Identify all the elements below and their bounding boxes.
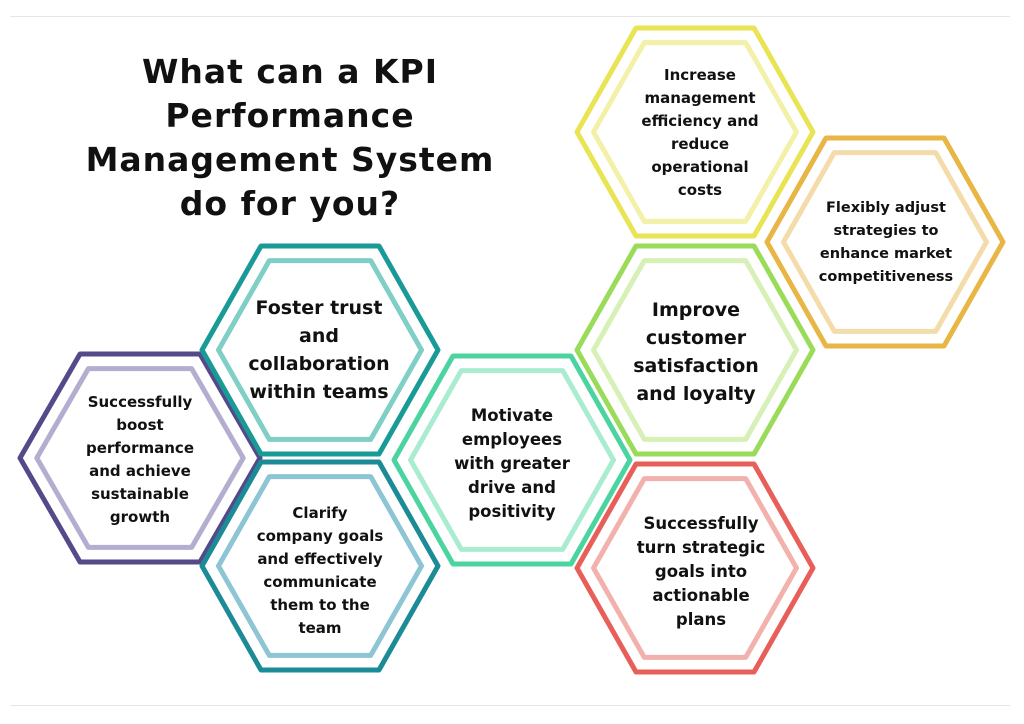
hex-label-improve-satisfaction: Improve customer satisfaction and loyalt… bbox=[606, 292, 786, 412]
label-line: them to the bbox=[270, 596, 370, 614]
label-line: Flexibly adjust bbox=[826, 200, 946, 216]
hex-label-boost-performance: Successfully boost performance and achie… bbox=[62, 390, 218, 530]
label-line: communicate bbox=[263, 573, 377, 591]
title-line: Management System bbox=[85, 140, 495, 179]
hexagon-inner-clarify-goals bbox=[216, 474, 424, 658]
label-line: satisfaction bbox=[633, 355, 759, 377]
label-line: employees bbox=[461, 430, 563, 449]
hex-label-turn-goals: Successfully turn strategic goals into a… bbox=[616, 506, 786, 638]
page-title: What can a KPI Performance Management Sy… bbox=[70, 50, 510, 226]
label-line: within teams bbox=[249, 381, 389, 403]
hex-label-increase-efficiency: Increase management efficiency and reduc… bbox=[620, 62, 780, 204]
hex-label-foster-trust: Foster trust and collaboration within te… bbox=[224, 290, 414, 410]
label-line: efficiency and bbox=[641, 112, 759, 130]
hex-label-adjust-strategies: Flexibly adjust strategies to enhance ma… bbox=[804, 194, 968, 292]
label-line: boost bbox=[116, 416, 164, 434]
label-line: actionable bbox=[652, 586, 750, 605]
hexagon-outer-foster-trust bbox=[199, 243, 441, 457]
hexagon-inner-boost-performance bbox=[34, 366, 246, 550]
hex-label-motivate-employees: Motivate employees with greater drive an… bbox=[430, 396, 594, 532]
content-frame bbox=[10, 16, 1010, 706]
hexagon-outer-clarify-goals bbox=[199, 459, 441, 673]
label-line: goals into bbox=[654, 562, 748, 581]
label-line: Foster trust bbox=[255, 297, 383, 319]
title-line: do for you? bbox=[179, 184, 401, 223]
label-line: performance bbox=[85, 439, 195, 457]
label-line: customer bbox=[645, 327, 747, 349]
hexagon-outer-improve-satisfaction bbox=[574, 243, 816, 457]
label-line: Successfully bbox=[87, 393, 193, 411]
hexagon-inner-adjust-strategies bbox=[781, 150, 989, 334]
label-line: drive and bbox=[468, 478, 556, 497]
label-line: operational bbox=[651, 158, 749, 176]
label-line: Increase bbox=[664, 66, 736, 84]
hex-label-clarify-goals: Clarify company goals and effectively co… bbox=[240, 500, 400, 642]
title-line: Performance bbox=[165, 96, 415, 135]
label-line: reduce bbox=[670, 135, 730, 153]
hexagon-inner-motivate-employees bbox=[408, 368, 616, 552]
hexagon-inner-foster-trust bbox=[216, 258, 424, 442]
label-line: and loyalty bbox=[636, 383, 756, 405]
label-line: plans bbox=[675, 610, 727, 629]
label-line: sustainable bbox=[91, 485, 189, 503]
hexagon-inner-turn-goals bbox=[591, 476, 799, 660]
hexagon-outer-increase-efficiency bbox=[574, 25, 816, 239]
label-line: collaboration bbox=[248, 353, 390, 375]
label-line: competitiveness bbox=[818, 269, 954, 285]
hexagon-outer-turn-goals bbox=[574, 461, 816, 675]
label-line: team bbox=[298, 619, 342, 637]
label-line: Improve bbox=[651, 299, 741, 321]
label-line: growth bbox=[109, 508, 171, 526]
label-line: turn strategic bbox=[636, 538, 766, 557]
label-line: positivity bbox=[468, 502, 556, 521]
label-line: company goals bbox=[256, 527, 384, 545]
label-line: Motivate bbox=[470, 406, 554, 425]
label-line: with greater bbox=[454, 454, 570, 473]
label-line: and effectively bbox=[257, 550, 383, 568]
label-line: and achieve bbox=[89, 462, 191, 480]
hexagon-inner-improve-satisfaction bbox=[591, 258, 799, 442]
label-line: costs bbox=[677, 181, 723, 199]
title-line: What can a KPI bbox=[141, 52, 439, 91]
label-line: strategies to bbox=[833, 223, 939, 239]
label-line: and bbox=[299, 325, 339, 347]
hexagon-outer-motivate-employees bbox=[391, 353, 633, 567]
hexagon-inner-increase-efficiency bbox=[591, 40, 799, 224]
hexagon-outer-boost-performance bbox=[17, 351, 263, 565]
label-line: management bbox=[644, 89, 756, 107]
label-line: Clarify bbox=[292, 504, 348, 522]
label-line: enhance market bbox=[819, 246, 953, 262]
label-line: Successfully bbox=[643, 514, 759, 533]
hexagon-outer-adjust-strategies bbox=[764, 135, 1006, 349]
